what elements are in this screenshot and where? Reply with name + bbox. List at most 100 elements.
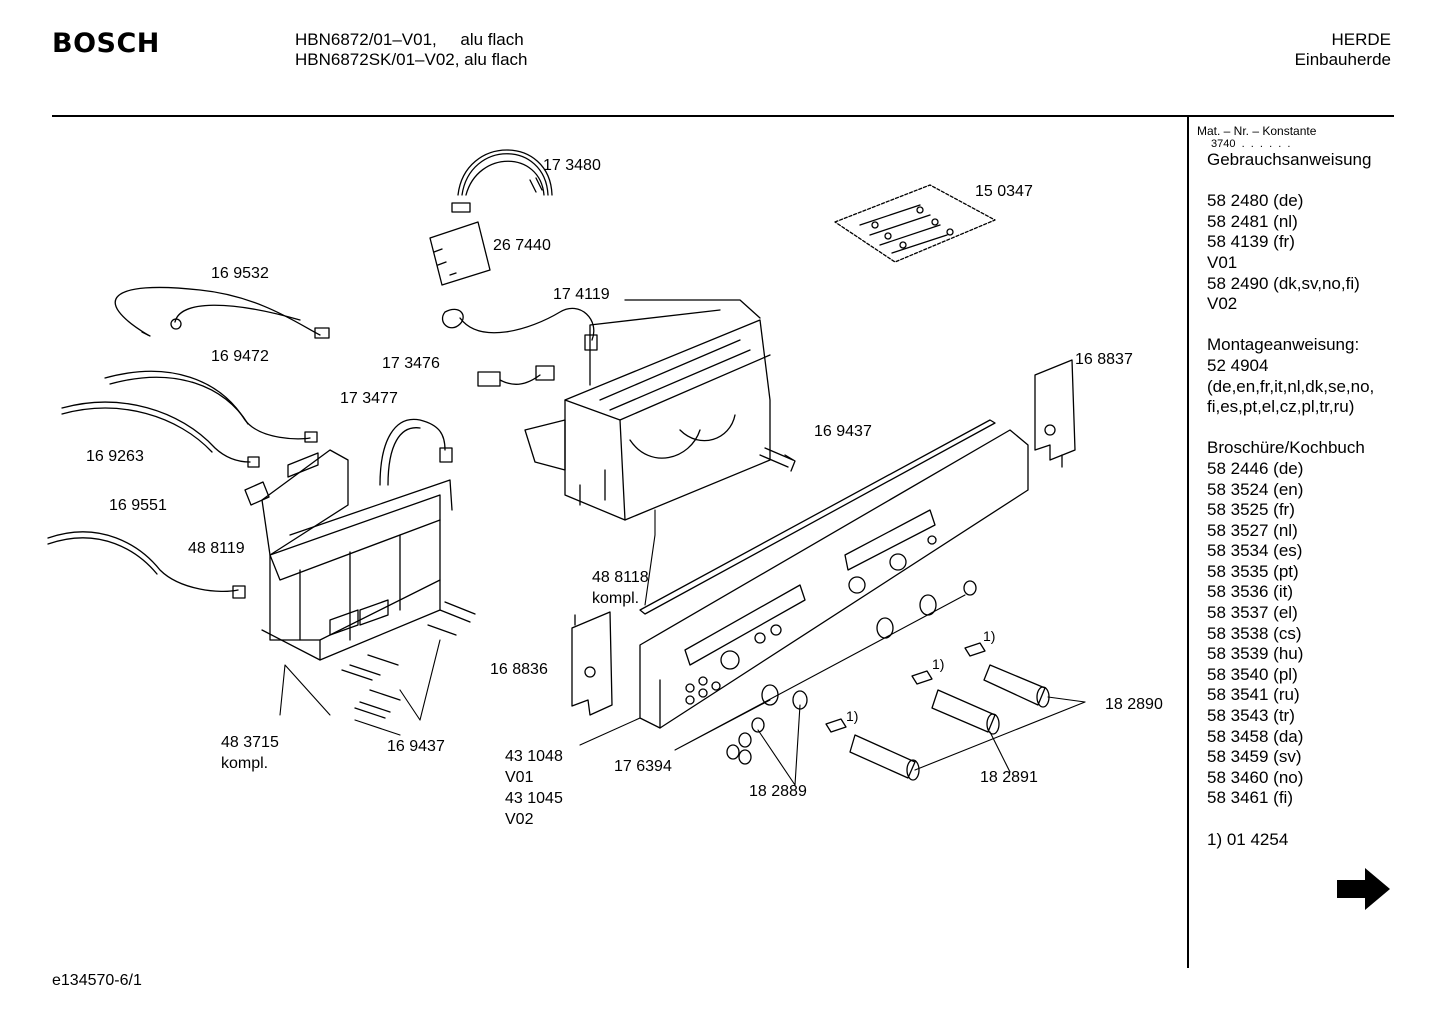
- board-488119: [244, 449, 349, 556]
- module-488118: [524, 299, 771, 521]
- sidebar-divider: [1187, 117, 1189, 968]
- sidebar-line: [1207, 418, 1432, 439]
- label-483715: 48 3715: [221, 734, 279, 751]
- bracket-168836: [571, 611, 613, 716]
- sidebar-line: 58 3540 (pl): [1207, 664, 1298, 684]
- sidebar-line: 58 3537 (el): [1207, 603, 1298, 623]
- header-divider: [52, 115, 1394, 117]
- model-line-2: HBN6872SK/01–V02, alu flach: [295, 50, 528, 69]
- sidebar-line: Montageanweisung:: [1207, 335, 1360, 355]
- konstante-value: 3740 . . . . . .: [1211, 138, 1291, 150]
- label-173477: 17 3477: [340, 390, 398, 407]
- label-168837: 16 8837: [1075, 351, 1133, 368]
- category-line-2: Einbauherde: [1294, 50, 1391, 69]
- sidebar-line: V02: [1207, 294, 1238, 314]
- sidebar-line: 58 2490 (dk,sv,no,fi): [1207, 273, 1360, 293]
- label-174119: 17 4119: [553, 286, 610, 303]
- sidebar-line: [1207, 315, 1432, 336]
- label-150347: 15 0347: [975, 183, 1033, 200]
- sidebar-line: 52 4904: [1207, 355, 1269, 375]
- sidebar-line: 58 2480 (de): [1207, 191, 1304, 211]
- sidebar-line: 58 3534 (es): [1207, 541, 1303, 561]
- label-176394: 17 6394: [614, 758, 672, 775]
- footnote-marker: 1): [932, 656, 945, 672]
- sidebar-line: Broschüre/Kochbuch: [1207, 438, 1365, 458]
- footnote-marker: 1): [983, 628, 996, 644]
- sidebar-line: 58 2446 (de): [1207, 458, 1304, 478]
- label-182891: 18 2891: [980, 769, 1038, 786]
- label-169532: 16 9532: [211, 265, 269, 282]
- sidebar-line: 1) 01 4254: [1207, 829, 1289, 849]
- label-488119: 48 8119: [188, 540, 245, 557]
- sidebar-line: [1207, 171, 1432, 192]
- sidebar-line: 58 3536 (it): [1207, 582, 1293, 602]
- leader-lines: [279, 509, 1086, 786]
- sidebar-line: V01: [1207, 252, 1238, 272]
- cable-169532: [114, 286, 330, 339]
- sidebar-lines: Gebrauchsanweisung 58 2480 (de)58 2481 (n…: [1197, 150, 1432, 850]
- label-173480: 17 3480: [543, 157, 601, 174]
- cable-173477: [379, 418, 453, 486]
- sidebar-line: 58 3461 (fi): [1207, 788, 1293, 808]
- cable-173480: [451, 149, 553, 213]
- label-168836: 16 8836: [490, 661, 548, 678]
- label-267440: 26 7440: [493, 237, 551, 254]
- sidebar-line: [1207, 809, 1432, 830]
- sidebar-line: 58 3460 (no): [1207, 767, 1304, 787]
- label-169472: 16 9472: [211, 348, 269, 365]
- cable-169551: [47, 531, 246, 599]
- sidebar-line: 58 3538 (cs): [1207, 623, 1302, 643]
- label-182890: 18 2890: [1105, 696, 1163, 713]
- sidebar-line: 58 4139 (fr): [1207, 232, 1295, 252]
- label-169263: 16 9263: [86, 448, 144, 465]
- screw-bag-150347: [834, 184, 996, 263]
- sidebar-line: 58 3535 (pt): [1207, 561, 1299, 581]
- cable-169472: [104, 370, 318, 443]
- label-488118: 48 8118: [592, 569, 649, 586]
- sidebar-line: fi,es,pt,el,cz,pl,tr,ru): [1207, 397, 1355, 417]
- knobs-182890: [825, 642, 1050, 781]
- cable-169263: [61, 401, 260, 468]
- konstante-label: Mat. – Nr. – Konstante: [1197, 124, 1317, 138]
- board-267440: [429, 221, 598, 351]
- label-483715-kompl: kompl.: [221, 755, 269, 772]
- bracket-168837: [1034, 359, 1076, 468]
- category-line-1: HERDE: [1331, 30, 1391, 49]
- footnote-marker: 1): [846, 708, 859, 724]
- pin-169437-right: [759, 447, 796, 472]
- label-169437-left: 16 9437: [387, 738, 445, 755]
- label-169551: 16 9551: [109, 497, 167, 514]
- trim-strip: [639, 419, 996, 615]
- sidebar-line: 58 3524 (en): [1207, 479, 1304, 499]
- label-431048-variant: V01: [505, 769, 534, 786]
- sidebar-line: 58 3525 (fr): [1207, 500, 1295, 520]
- sidebar-line: 58 3458 (da): [1207, 726, 1304, 746]
- label-182889: 18 2889: [749, 783, 807, 800]
- sidebar-line: 58 3543 (tr): [1207, 706, 1295, 726]
- sidebar-line: 58 3459 (sv): [1207, 747, 1302, 767]
- label-173476: 17 3476: [382, 355, 440, 372]
- sidebar-line: 58 2481 (nl): [1207, 211, 1298, 231]
- sidebar-line: 58 3541 (ru): [1207, 685, 1300, 705]
- pins-169437-left: [341, 601, 476, 719]
- label-431048: 43 1048: [505, 748, 563, 765]
- model-line-1: HBN6872/01–V01, alu flach: [295, 30, 524, 49]
- sidebar-line: (de,en,fr,it,nl,dk,se,no,: [1207, 376, 1375, 396]
- cable-173476: [477, 365, 555, 387]
- sidebar-line: 58 3527 (nl): [1207, 520, 1298, 540]
- parts-info-sidebar: Mat. – Nr. – Konstante 3740 . . . . . . …: [1197, 124, 1432, 850]
- sidebar-line: 58 3539 (hu): [1207, 644, 1304, 664]
- buttons-182889: [726, 690, 808, 765]
- sidebar-line: Gebrauchsanweisung: [1207, 150, 1372, 169]
- label-169437-right: 16 9437: [814, 423, 872, 440]
- brand-logo: BOSCH: [52, 28, 160, 59]
- label-488118-kompl: kompl.: [592, 590, 640, 607]
- module-483715: [261, 479, 453, 661]
- right-arrow-icon[interactable]: [1337, 868, 1390, 910]
- category-block: HERDE Einbauherde: [1295, 30, 1391, 70]
- label-431045-variant: V02: [505, 811, 534, 828]
- model-block: HBN6872/01–V01, alu flach HBN6872SK/01–V…: [295, 30, 528, 70]
- label-431045: 43 1045: [505, 790, 563, 807]
- document-id: e134570-6/1: [52, 972, 142, 989]
